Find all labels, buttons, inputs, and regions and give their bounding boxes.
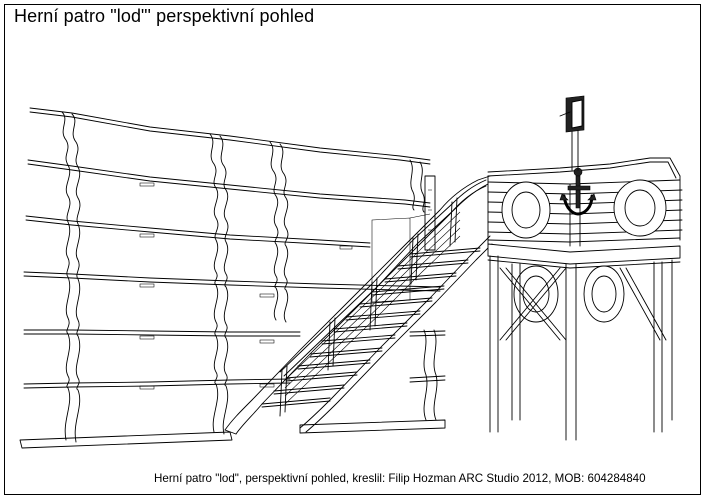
drawing-caption: Herní patro "lod", perspektivní pohled, … — [154, 472, 646, 485]
shelving-unit — [19, 107, 446, 449]
lifebuoy-icon — [613, 179, 667, 237]
tower-legs — [489, 255, 673, 441]
mast-flag-icon — [559, 95, 585, 171]
staircase — [224, 175, 493, 435]
anchor-icon — [559, 167, 597, 216]
drawing-title: Herní patro "lod"' perspektivní pohled — [14, 6, 315, 26]
shelf-side-panels — [61, 111, 438, 443]
ship-tower — [487, 95, 683, 441]
lifebuoy-icon — [513, 265, 559, 323]
shelf-boards — [19, 107, 446, 449]
stair-railing — [279, 179, 489, 417]
lifebuoy-icon — [501, 181, 551, 239]
stair-treads — [261, 247, 481, 408]
lifebuoy-icon — [583, 265, 625, 323]
shelf-handles — [139, 182, 353, 390]
